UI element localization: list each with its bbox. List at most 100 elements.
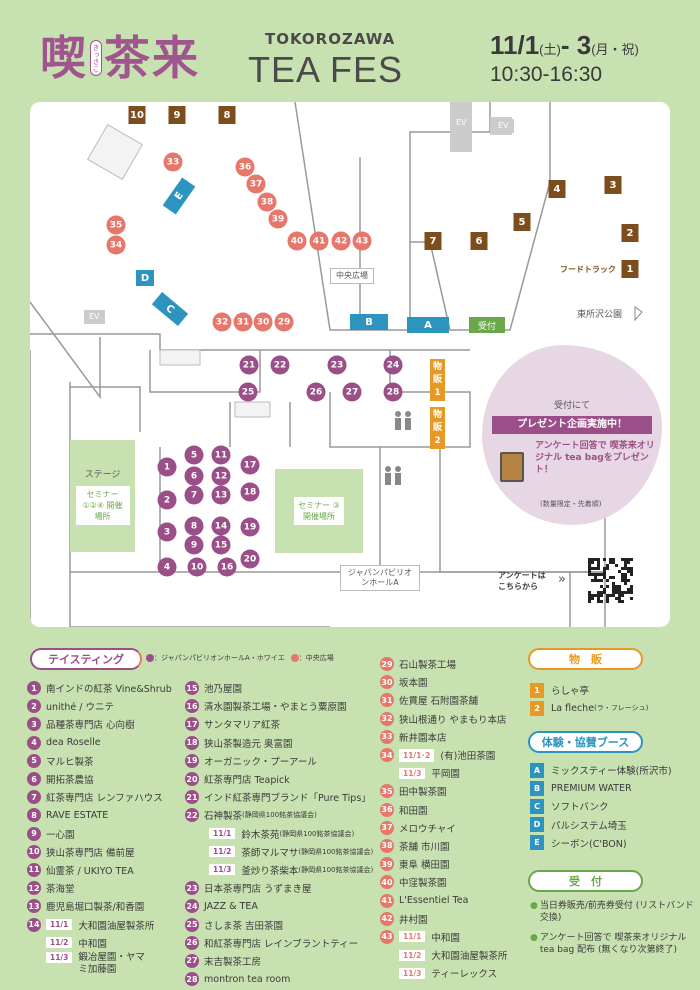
tasting-marker-32[interactable]: 32 (212, 312, 232, 332)
reception-title: 受 付 (528, 870, 643, 892)
number-badge: 42 (380, 911, 394, 926)
tasting-marker-33[interactable]: 33 (163, 152, 183, 172)
number-badge: 33 (380, 729, 394, 744)
tasting-marker-40[interactable]: 40 (287, 231, 307, 251)
booth-badge: C (530, 798, 544, 814)
tasting-marker-1[interactable]: 1 (157, 457, 177, 477)
tasting-marker-10[interactable]: 10 (187, 557, 207, 577)
tasting-marker-17[interactable]: 17 (240, 455, 260, 475)
tasting-marker-8[interactable]: 8 (184, 516, 204, 536)
tasting-marker-42[interactable]: 42 (331, 231, 351, 251)
tasting-marker-21[interactable]: 21 (239, 355, 259, 375)
tasting-marker-15[interactable]: 15 (211, 535, 231, 555)
number-badge: 1 (530, 682, 544, 698)
shop-name: 開拓茶農協 (46, 775, 94, 787)
tasting-marker-35[interactable]: 35 (106, 215, 126, 235)
food-truck-marker-10[interactable]: 10 (128, 106, 146, 124)
coral-dot-icon (290, 654, 299, 662)
tasting-marker-39[interactable]: 39 (268, 209, 288, 229)
tasting-marker-14[interactable]: 14 (211, 516, 231, 536)
reception-item: ●当日券販売/前売券受付 (リストバンド交換) (530, 900, 695, 924)
food-truck-marker-8[interactable]: 8 (218, 106, 236, 124)
key-plaza: ：中央広場 (298, 654, 334, 662)
tasting-marker-7[interactable]: 7 (184, 485, 204, 505)
shop-name: 末吉製茶工房 (204, 956, 262, 968)
tasting-marker-24[interactable]: 24 (383, 355, 403, 375)
tasting-marker-27[interactable]: 27 (342, 382, 362, 402)
tasting-marker-26[interactable]: 26 (306, 382, 326, 402)
tasting-marker-36[interactable]: 36 (235, 157, 255, 177)
booth-badge: E (530, 835, 544, 851)
number-badge: 31 (380, 693, 394, 708)
shop-name: RAVE ESTATE (46, 809, 109, 821)
booth-a[interactable]: A (407, 317, 449, 333)
tasting-marker-31[interactable]: 31 (233, 312, 253, 332)
food-truck-marker-1[interactable]: 1 (621, 260, 639, 278)
shop-1[interactable]: 物販1 (430, 359, 445, 401)
food-truck-marker-3[interactable]: 3 (604, 176, 622, 194)
shop-name: 佐貫屋 石附園茶舗 (399, 696, 479, 708)
tasting-marker-23[interactable]: 23 (327, 355, 347, 375)
booth-b[interactable]: B (350, 314, 388, 330)
tasting-marker-30[interactable]: 30 (253, 312, 273, 332)
tasting-marker-41[interactable]: 41 (309, 231, 329, 251)
number-badge: 3 (27, 717, 41, 732)
food-truck-marker-7[interactable]: 7 (424, 232, 442, 250)
food-truck-marker-5[interactable]: 5 (513, 213, 531, 231)
tasting-marker-12[interactable]: 12 (211, 466, 231, 486)
number-badge: 28 (185, 972, 199, 987)
tasting-marker-37[interactable]: 37 (246, 174, 266, 194)
food-truck-marker-6[interactable]: 6 (470, 232, 488, 250)
booth-d[interactable]: D (136, 270, 154, 286)
reception-list: ●当日券販売/前売券受付 (リストバンド交換) ●アンケート回答で 喫茶来オリジナ… (530, 900, 695, 964)
city-name: TOKOROZAWA (265, 30, 396, 48)
shop-2[interactable]: 物販2 (430, 407, 445, 449)
food-truck-marker-4[interactable]: 4 (548, 180, 566, 198)
tasting-marker-34[interactable]: 34 (106, 235, 126, 255)
seminar-room-3: セミナー ③ 開催場所 (275, 469, 363, 553)
food-truck-marker-9[interactable]: 9 (168, 106, 186, 124)
tasting-marker-29[interactable]: 29 (274, 312, 294, 332)
tasting-marker-25[interactable]: 25 (238, 382, 258, 402)
tasting-marker-22[interactable]: 22 (270, 355, 290, 375)
tasting-marker-5[interactable]: 5 (184, 445, 204, 465)
tasting-marker-9[interactable]: 9 (184, 535, 204, 555)
tasting-marker-43[interactable]: 43 (352, 231, 372, 251)
booth-name: ソフトバンク (551, 802, 609, 814)
number-badge: 9 (27, 826, 41, 841)
shop-name: 日本茶専門店 うずまき屋 (204, 884, 312, 896)
tasting-marker-20[interactable]: 20 (240, 549, 260, 569)
shop-name: サンタマリア紅茶 (204, 720, 281, 732)
reception-booth[interactable]: 受付 (469, 317, 505, 333)
tasting-marker-2[interactable]: 2 (157, 490, 177, 510)
tasting-marker-38[interactable]: 38 (257, 192, 277, 212)
number-badge: 2 (530, 700, 544, 716)
reception-item: ●アンケート回答で 喫茶来オリジナルtea bag 配布 (無くなり次第終了) (530, 932, 695, 956)
promo-banner: プレゼント企画実施中！ (492, 416, 652, 434)
shop-name: 仙霊茶 / UKIYO TEA (46, 865, 134, 877)
tasting-marker-13[interactable]: 13 (211, 485, 231, 505)
food-truck-marker-2[interactable]: 2 (621, 224, 639, 242)
shop-name: 茶舗 市川園 (399, 841, 450, 853)
tasting-marker-19[interactable]: 19 (240, 517, 260, 537)
tasting-marker-4[interactable]: 4 (157, 557, 177, 577)
tasting-marker-3[interactable]: 3 (157, 522, 177, 542)
number-badge: 8 (27, 808, 41, 823)
shop-name: 狭山根通り やまもり本店 (399, 714, 507, 726)
tasting-marker-11[interactable]: 11 (211, 445, 231, 465)
shop-name: 石山製茶工場 (399, 660, 457, 672)
survey-qr-code[interactable] (588, 558, 634, 604)
tasting-marker-28[interactable]: 28 (383, 382, 403, 402)
food-truck-label: フードトラック (560, 265, 616, 274)
tasting-marker-18[interactable]: 18 (240, 482, 260, 502)
tasting-marker-16[interactable]: 16 (217, 557, 237, 577)
shop-name: 東阜 横田園 (399, 860, 450, 872)
tasting-marker-6[interactable]: 6 (184, 466, 204, 486)
